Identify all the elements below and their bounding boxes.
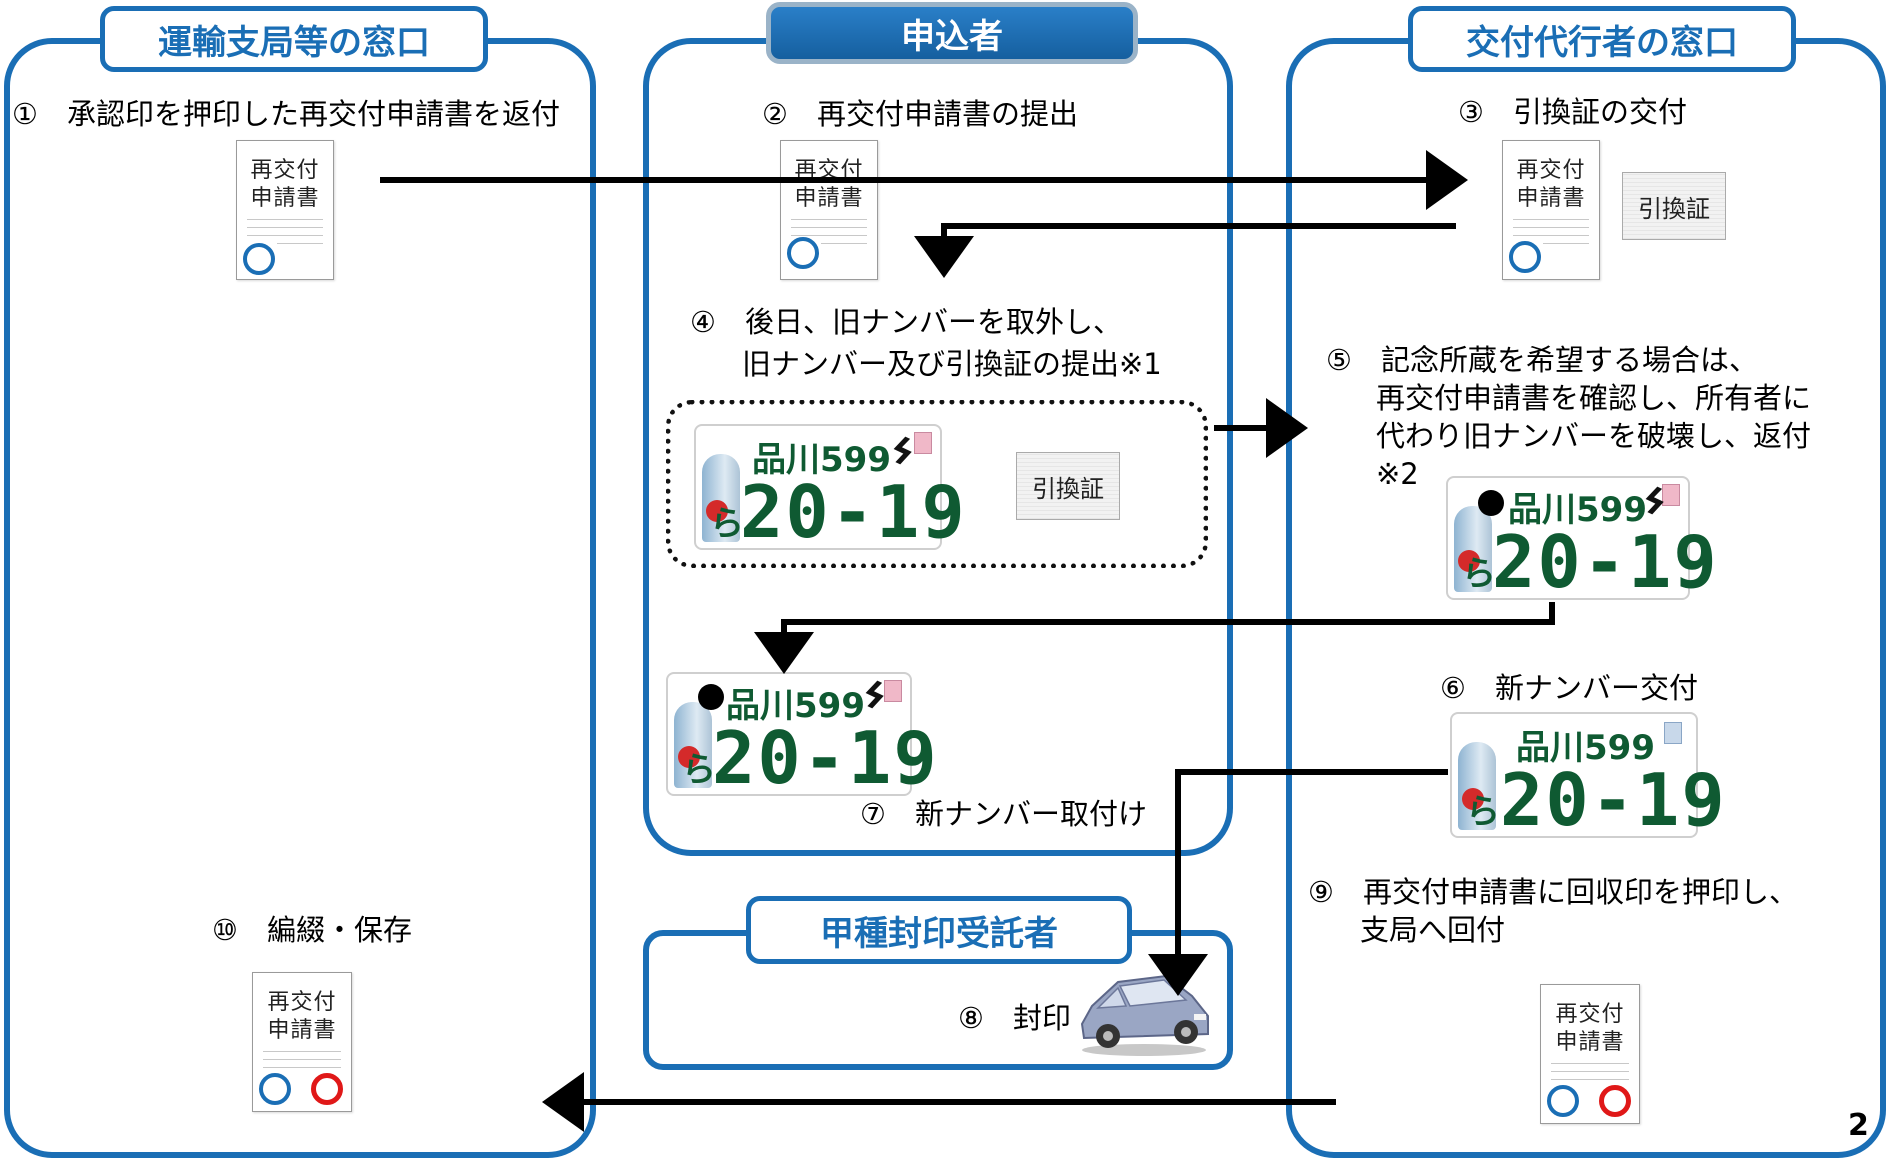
return-items-box	[666, 400, 1208, 568]
form-title-line2: 申請書	[267, 1018, 337, 1043]
lane-title-applicant: 申込者	[766, 2, 1138, 64]
step-4-text-line2: 旧ナンバー及び引換証の提出※1	[742, 347, 1162, 381]
step-3-text: ③ 引換証の交付	[1458, 95, 1687, 129]
license-plate-destroyed: 品川599 ら 20-19	[1446, 476, 1717, 604]
plate-number: 20-19	[740, 470, 967, 554]
form-title-line2: 申請書	[1555, 1030, 1625, 1055]
step-9-text-line1: ⑨ 再交付申請書に回収印を押印し、	[1308, 875, 1798, 909]
plate-region: 品川599	[726, 686, 865, 726]
step-5-text-line2: 再交付申請書を確認し、所有者に	[1376, 381, 1812, 415]
step-10-text: ⑩ 編綴・保存	[212, 913, 412, 947]
exchange-ticket-1: 引換証	[1622, 172, 1726, 240]
arrow-new-plate-to-sealer	[1148, 769, 1448, 996]
blue-stamp-icon	[243, 243, 275, 275]
application-form-4: 再交付 申請書	[252, 972, 352, 1112]
step-5-text-line3: 代わり旧ナンバーを破壊し、返付	[1376, 419, 1812, 453]
page-number: 2	[1848, 1108, 1869, 1143]
lane-title-agent: 交付代行者の窓口	[1408, 6, 1796, 72]
form-title-line2: 申請書	[794, 186, 864, 211]
form-title-line1: 再交付	[267, 990, 337, 1015]
blue-stamp-icon	[787, 237, 819, 269]
plate-hiragana: ら	[710, 504, 744, 544]
arrow-destroyed-plate-back	[754, 602, 1555, 674]
form-title-line1: 再交付	[1555, 1002, 1625, 1027]
arrow-ticket-to-applicant	[914, 223, 1456, 278]
form-title-line1: 再交付	[1516, 158, 1586, 183]
application-form-1: 再交付 申請書	[236, 140, 334, 280]
license-plate-old: 品川599 ら 20-19	[694, 424, 965, 554]
form-title-line1: 再交付	[250, 158, 320, 183]
plate-number: 20-19	[1492, 520, 1719, 604]
step-1-text: ① 承認印を押印した再交付申請書を返付	[12, 97, 560, 131]
application-form-5: 再交付 申請書	[1540, 984, 1640, 1124]
plate-region: 品川599	[1516, 728, 1655, 768]
plate-number: 20-19	[712, 716, 939, 800]
blue-stamp-icon	[1509, 241, 1541, 273]
step-8-text: ⑧ 封印	[958, 1001, 1071, 1035]
step-9-text-line2: 支局へ回付	[1360, 913, 1506, 947]
plate-region: 品川599	[752, 440, 891, 480]
red-stamp-icon	[311, 1073, 343, 1105]
plate-hiragana: ら	[1462, 554, 1496, 594]
plate-hiragana: ら	[682, 750, 716, 790]
black-dot-icon	[698, 684, 724, 710]
lane-title-sealer: 甲種封印受託者	[746, 896, 1132, 964]
application-form-3: 再交付 申請書	[1502, 140, 1600, 280]
step-5-text-line4: ※2	[1376, 457, 1419, 491]
plate-region: 品川599	[1508, 490, 1647, 530]
lane-title-bureau: 運輸支局等の窓口	[100, 6, 488, 72]
exchange-ticket-2: 引換証	[1016, 452, 1120, 520]
step-4-text-line1: ④ 後日、旧ナンバーを取外し、	[690, 305, 1122, 339]
black-dot-icon	[1478, 490, 1504, 516]
step-6-text: ⑥ 新ナンバー交付	[1440, 671, 1698, 705]
license-plate-new: 品川599 ら 20-19	[1450, 712, 1725, 842]
plate-hiragana: ら	[1466, 792, 1500, 832]
blue-stamp-icon	[259, 1073, 291, 1105]
step-5-text-line1: ⑤ 記念所蔵を希望する場合は、	[1326, 343, 1758, 377]
plate-number: 20-19	[1500, 758, 1727, 842]
red-stamp-icon	[1599, 1085, 1631, 1117]
step-2-text: ② 再交付申請書の提出	[762, 97, 1078, 131]
form-title-line2: 申請書	[1516, 186, 1586, 211]
step-7-text: ⑦ 新ナンバー取付け	[860, 797, 1147, 831]
blue-stamp-icon	[1547, 1085, 1579, 1117]
form-title-line2: 申請書	[250, 186, 320, 211]
